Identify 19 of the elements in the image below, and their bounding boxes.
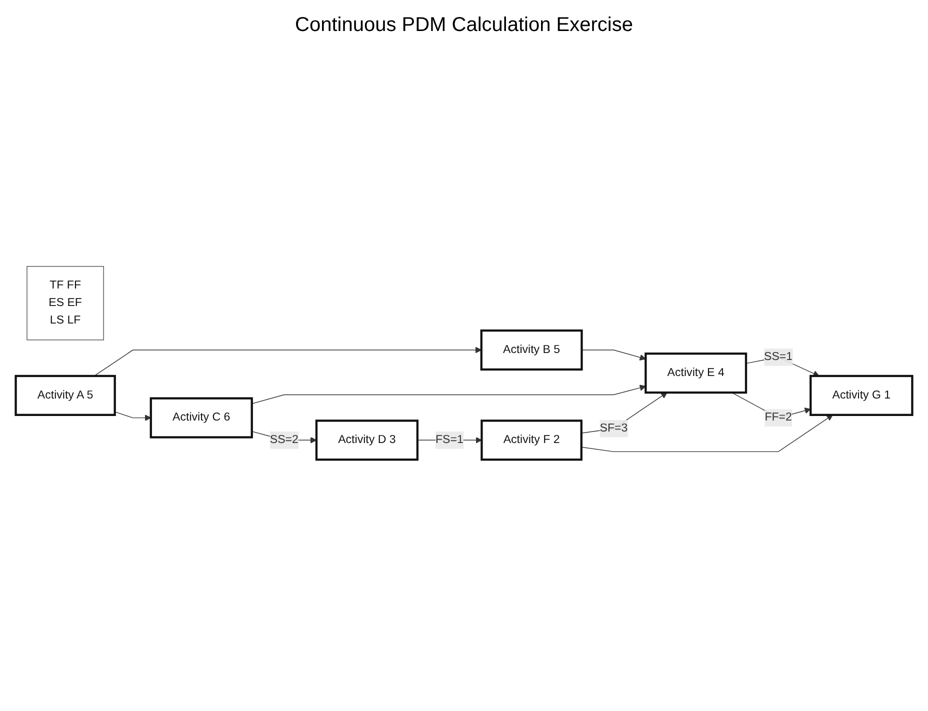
node-box: Activity G 1 <box>810 374 914 416</box>
arrow <box>94 346 482 376</box>
diagram-title: Continuous PDM Calculation Exercise <box>294 14 634 37</box>
edge-label: SS=1 <box>764 350 793 363</box>
arrow <box>114 411 152 421</box>
edge-label: FS=1 <box>435 434 464 446</box>
node-box: Activity B 5 <box>480 329 583 371</box>
node-box: Activity F 2 <box>480 420 582 461</box>
node-box: TF FF ES EF LS LF <box>26 266 104 340</box>
node-box: Activity C 6 <box>150 397 253 438</box>
node-box: Activity A 5 <box>14 374 116 416</box>
edge-label: SF=3 <box>600 422 628 434</box>
node-box: Activity E 4 <box>644 352 748 394</box>
node-box: Activity D 3 <box>315 420 419 461</box>
arrow <box>581 414 833 452</box>
edge-label: FF=2 <box>764 411 792 424</box>
arrow <box>252 384 646 404</box>
arrow <box>581 350 646 360</box>
edge-label: SS=2 <box>270 434 298 446</box>
